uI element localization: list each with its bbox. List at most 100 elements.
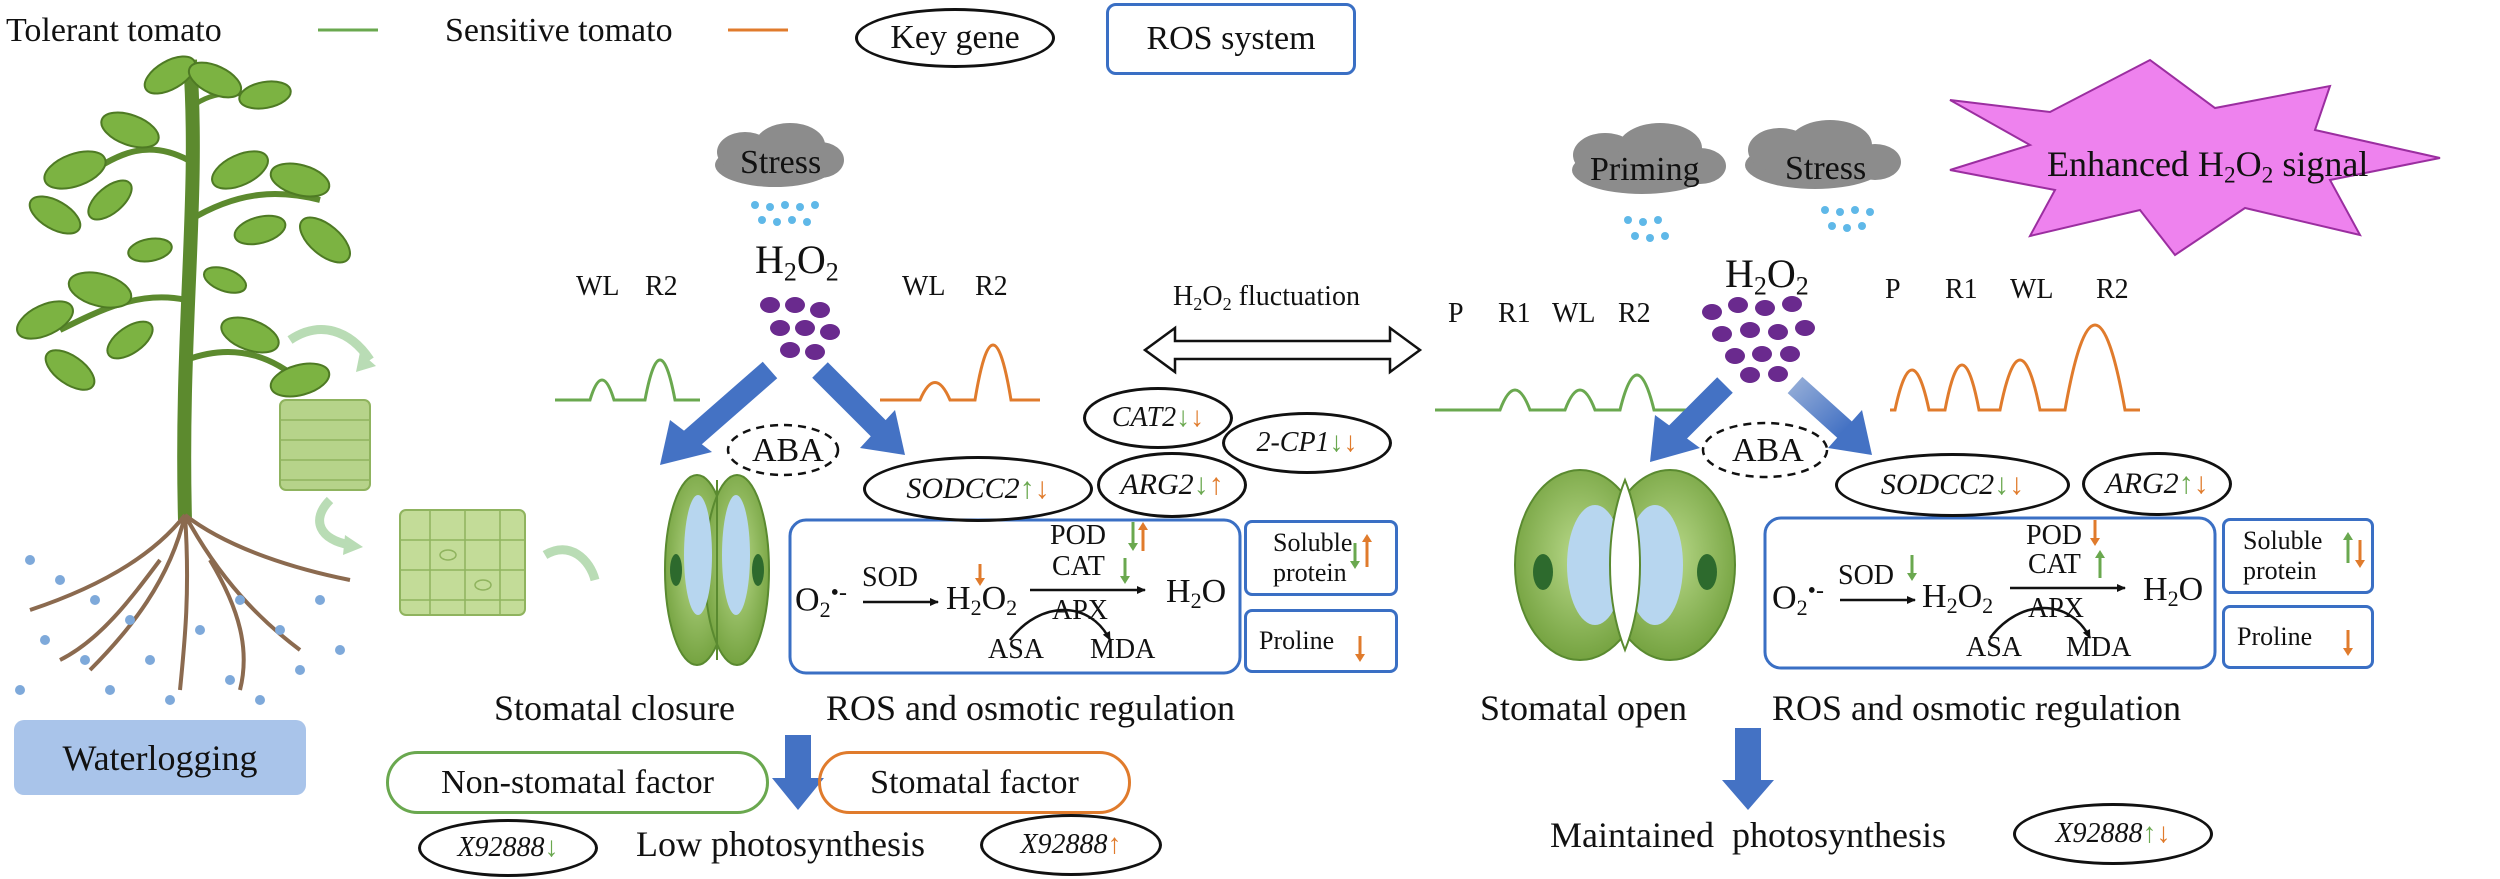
aba-ellipse-right — [1701, 421, 1829, 479]
soluble-label-left: Soluble — [1273, 528, 1353, 557]
ros-o2-left: O2•- — [795, 580, 847, 622]
up-arrow-icon: ↑ — [2142, 818, 2157, 849]
ros-h2o2-left: H2O2 — [946, 580, 1018, 621]
arrow-h2o2-to-genes-left — [812, 362, 888, 438]
down-arrow-icon: ↓ — [1329, 427, 1344, 458]
stress-cloud-left — [715, 123, 844, 187]
legend-tolerant-label: Tolerant tomato — [6, 12, 222, 49]
stress-label-left: Stress — [740, 144, 822, 181]
legend-key-gene-ellipse: Key gene — [855, 8, 1055, 68]
gene-ellipse-2cp1: 2-CP1↓↓ — [1222, 412, 1392, 474]
ros-regulation-label-right: ROS and osmotic regulation — [1772, 688, 2181, 728]
down-arrow-icon: ↓ — [544, 832, 559, 863]
legend-ros-system-box: ROS system — [1106, 3, 1356, 75]
down-arrow-icon: ↓ — [1034, 472, 1050, 505]
h2o2-label-left: H2O2 — [755, 237, 839, 287]
stomatal-factor-box: Stomatal factor — [818, 751, 1131, 814]
ros-mda-right: MDA — [2066, 632, 2132, 663]
ros-arrows-right — [1907, 520, 2105, 581]
soluble-protein-box-left: Soluble protein — [1244, 520, 1398, 596]
ros-mda-left: MDA — [1090, 634, 1156, 665]
ros-h2o-left: H2O — [1166, 573, 1227, 614]
ros-sod-right: SOD — [1838, 560, 1895, 591]
stomatal-open-label: Stomatal open — [1480, 688, 1687, 728]
ros-sod-left: SOD — [862, 562, 919, 593]
tomato-plant-illustration — [15, 55, 351, 705]
gene-label-x92888-right: X92888 — [2055, 818, 2143, 849]
gene-ellipse-x92888-right: X92888↑↓ — [2013, 803, 2213, 865]
gene-ellipse-sodcc2-left: SODCC2↑↓ — [863, 456, 1093, 522]
soluble-protein-box-right: Soluble protein — [2222, 518, 2374, 594]
gene-label-x92888-tolerant-left: X92888 — [457, 832, 545, 863]
peak-label-wl-tolerant-left: WL — [576, 271, 620, 302]
ros-h2o-right: H2O — [2143, 571, 2204, 612]
gene-label-arg2-right: ARG2 — [2105, 467, 2179, 500]
stress-cloud-right — [1745, 120, 1901, 189]
peak-label-r2-tolerant-left: R2 — [645, 271, 678, 302]
peak-label-p-tolerant-right: P — [1448, 298, 1464, 329]
ros-asa-left: ASA — [988, 634, 1045, 665]
proline-box-right: Proline — [2222, 605, 2374, 669]
peak-label-p-sensitive-right: P — [1885, 274, 1901, 305]
down-arrow-icon: ↓ — [1190, 402, 1205, 433]
down-arrow-icon: ↓ — [2156, 818, 2171, 849]
peak-label-wl-sensitive-left: WL — [902, 271, 946, 302]
down-arrow-icon: ↓ — [1343, 427, 1358, 458]
legend-sensitive-label: Sensitive tomato — [445, 12, 673, 49]
proline-box-left: Proline — [1244, 609, 1398, 673]
peak-label-r1-tolerant-right: R1 — [1498, 298, 1531, 329]
aba-ellipse-left — [726, 423, 840, 477]
down-arrow-icon: ↓ — [1176, 402, 1191, 433]
peak-label-r2-sensitive-right: R2 — [2096, 274, 2129, 305]
up-arrow-icon: ↑ — [1107, 829, 1122, 860]
peak-trace-tolerant-right — [1435, 373, 1700, 412]
legend-ros-system-label: ROS system — [1146, 20, 1316, 57]
aba-label-left: ABA — [752, 432, 824, 469]
priming-cloud — [1572, 123, 1726, 194]
protein-label-right: protein — [2243, 556, 2317, 585]
peak-label-r2-tolerant-right: R2 — [1618, 298, 1651, 329]
ros-pod-left: POD — [1050, 520, 1107, 551]
soluble-label-right: Soluble — [2243, 526, 2323, 555]
peak-label-r1-sensitive-right: R1 — [1945, 274, 1978, 305]
gene-label-x92888-sensitive-left: X92888 — [1020, 829, 1108, 860]
leaf-tissue-illustration — [279, 325, 600, 616]
gene-ellipse-x92888-tolerant-left: X92888↓ — [418, 819, 598, 877]
up-arrow-icon: ↑ — [1019, 472, 1035, 505]
peak-label-wl-sensitive-right: WL — [2010, 274, 2054, 305]
gene-label-2cp1: 2-CP1 — [1256, 427, 1330, 458]
ros-asa-right: ASA — [1966, 632, 2023, 663]
ros-cat-left: CAT — [1052, 551, 1105, 582]
down-arrow-icon: ↓ — [1994, 468, 2010, 501]
gene-ellipse-x92888-sensitive-left: X92888↑ — [980, 814, 1162, 876]
stomata-open-illustration — [1514, 469, 1736, 661]
gene-ellipse-arg2-left: ARG2↓↑ — [1097, 452, 1247, 518]
priming-label: Priming — [1590, 151, 1700, 188]
rain-right — [1624, 206, 1874, 242]
ros-h2o2-right: H2O2 — [1922, 578, 1994, 619]
low-photosynthesis-label: Low photosynthesis — [636, 824, 926, 864]
peak-trace-tolerant-left — [555, 358, 700, 402]
h2o2-label-right: H2O2 — [1725, 251, 1809, 301]
arrow-h2o2-to-genes-right — [1787, 376, 1853, 439]
waterlogging-label-box: Waterlogging — [14, 720, 306, 795]
enhanced-signal-starburst — [1949, 58, 2441, 257]
ros-arrows-left — [975, 522, 1148, 586]
proline-label-left: Proline — [1259, 626, 1335, 655]
stomata-closed-illustration — [664, 474, 770, 666]
gene-ellipse-arg2-right: ARG2↑↓ — [2082, 452, 2232, 516]
stomatal-factor-label: Stomatal factor — [870, 763, 1079, 801]
peak-label-r2-sensitive-left: R2 — [975, 271, 1008, 302]
h2o2-fluctuation-double-arrow — [1142, 325, 1423, 375]
aba-label-right: ABA — [1732, 432, 1804, 469]
ros-pod-right: POD — [2026, 520, 2083, 551]
stomatal-closure-label: Stomatal closure — [494, 688, 735, 728]
maintained-photosynthesis-label: Maintained photosynthesis — [1550, 815, 1946, 855]
peak-trace-sensitive-left — [880, 343, 1040, 402]
enhanced-signal-label: Enhanced H2O2 signal — [2047, 144, 2369, 189]
arrow-h2o2-to-aba-right — [1667, 377, 1733, 443]
legend-key-gene-label: Key gene — [890, 19, 1020, 56]
non-stomatal-factor-label: Non-stomatal factor — [441, 763, 714, 801]
